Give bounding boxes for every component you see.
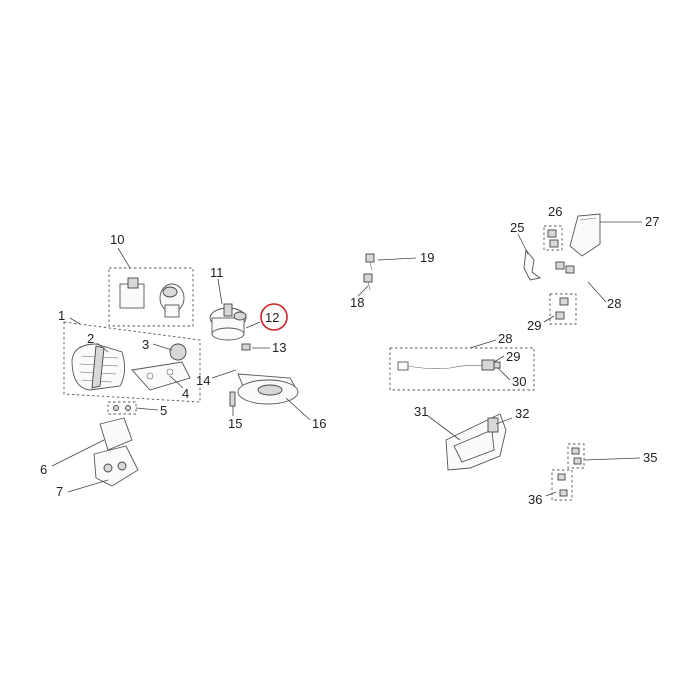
group-box-5	[107, 401, 137, 415]
callout-13: 13	[272, 340, 286, 355]
callout-35: 35	[643, 450, 657, 465]
callout-26: 26	[548, 204, 562, 219]
callout-14: 14	[196, 373, 210, 388]
part-13-shape	[241, 343, 251, 351]
group-box-1	[63, 321, 201, 403]
callout-12: 12	[265, 310, 279, 325]
callout-7: 7	[56, 484, 63, 499]
group-box-36	[551, 469, 573, 501]
callout-25: 25	[510, 220, 524, 235]
callout-11: 11	[210, 265, 224, 280]
callout-34: 32	[515, 406, 529, 421]
group-box-29	[549, 293, 577, 325]
part-25-bracket	[523, 248, 542, 281]
callout-29: 29	[527, 318, 541, 333]
part-11-12-lock	[209, 303, 247, 341]
part-2-headlight	[71, 343, 125, 391]
part-3-4-bracket	[131, 343, 191, 391]
group-box-26	[543, 225, 563, 251]
callout-33: 31	[414, 404, 428, 419]
callout-15: 15	[228, 416, 242, 431]
callout-3: 3	[142, 337, 149, 352]
part-15-screw	[229, 391, 236, 407]
callout-16: 16	[312, 416, 326, 431]
callout-18: 18	[350, 295, 364, 310]
callout-36: 36	[528, 492, 542, 507]
callout-6: 6	[40, 462, 47, 477]
callout-19: 19	[420, 250, 434, 265]
callout-5: 5	[160, 403, 167, 418]
part-33-34-bracket	[445, 413, 507, 471]
part-27-cover	[569, 213, 601, 257]
highlight-ring-12	[260, 303, 288, 331]
part-16-horn	[237, 373, 299, 405]
callout-10: 10	[110, 232, 124, 247]
part-18-19-screws	[363, 253, 375, 291]
callout-28: 28	[607, 296, 621, 311]
callout-30: 28	[498, 331, 512, 346]
callout-32: 30	[512, 374, 526, 389]
callout-1: 1	[58, 308, 65, 323]
callout-31: 29	[506, 349, 520, 364]
part-6-7-switch-housing	[93, 417, 139, 487]
callout-2: 2	[87, 331, 94, 346]
part-30-31-32-harness	[397, 359, 501, 371]
callout-27: 27	[645, 214, 659, 229]
group-box-30	[389, 347, 535, 391]
group-box-10	[108, 267, 194, 327]
part-10-shape	[119, 277, 185, 318]
callout-4: 4	[182, 386, 189, 401]
